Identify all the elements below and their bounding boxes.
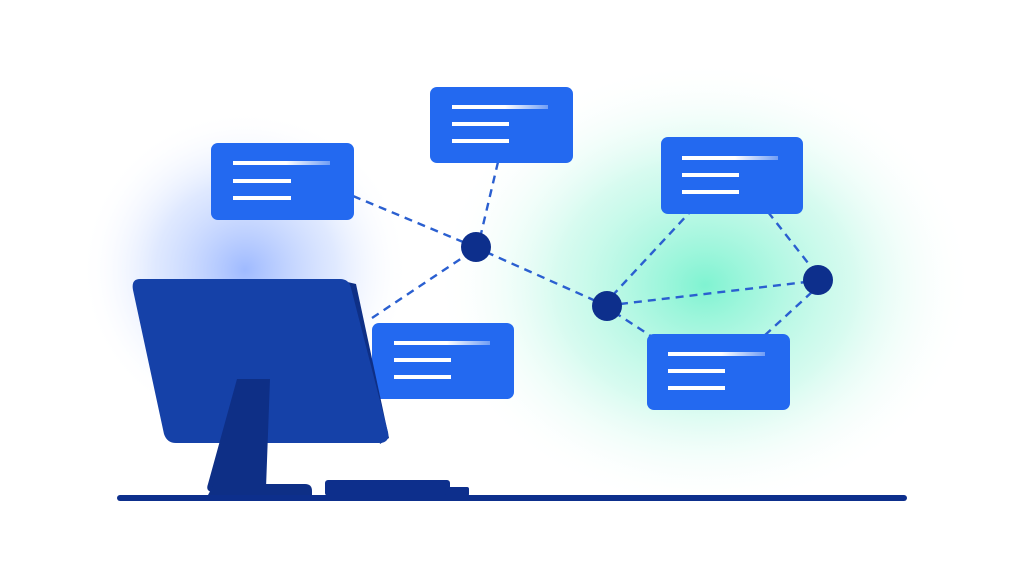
card-top-left [211, 143, 354, 220]
card-line [452, 139, 509, 143]
monitor-screen [132, 279, 389, 443]
card-line [668, 386, 725, 390]
card-top-center [430, 87, 573, 163]
card-line [394, 375, 451, 379]
connector-topright-to-right [767, 211, 813, 269]
card-line [682, 190, 739, 194]
connector-middle-to-right [619, 280, 807, 306]
card-line [233, 196, 291, 200]
card-line [233, 179, 291, 183]
card-line [452, 105, 548, 109]
card-line [682, 173, 739, 177]
card-line [452, 122, 509, 126]
card-center [372, 323, 514, 399]
keyboard-edge [445, 487, 469, 496]
hub-node-right [803, 265, 833, 295]
card-line [394, 341, 490, 345]
hub-node-left [461, 232, 491, 262]
nodes [461, 232, 833, 321]
keyboard-body [325, 480, 450, 496]
card-top-right [661, 137, 803, 214]
connector-center-to-hub [371, 253, 469, 319]
card-bottom-right [647, 334, 790, 410]
monitor-foot [208, 484, 312, 495]
card-line [668, 352, 765, 356]
connector-hub-to-middle [485, 250, 599, 304]
card-line [682, 156, 778, 160]
keyboard-icon [325, 480, 469, 496]
card-line [233, 161, 330, 165]
connector-right-to-bottomright [763, 291, 813, 337]
connector-middle-to-topright [611, 211, 691, 297]
mint-glow [435, 60, 975, 510]
card-line [394, 358, 451, 362]
floor-line [117, 495, 907, 501]
desktop-monitor-icon [132, 279, 389, 495]
card-line [668, 369, 725, 373]
hub-node-middle [592, 291, 622, 321]
monitor-stand [207, 379, 270, 492]
